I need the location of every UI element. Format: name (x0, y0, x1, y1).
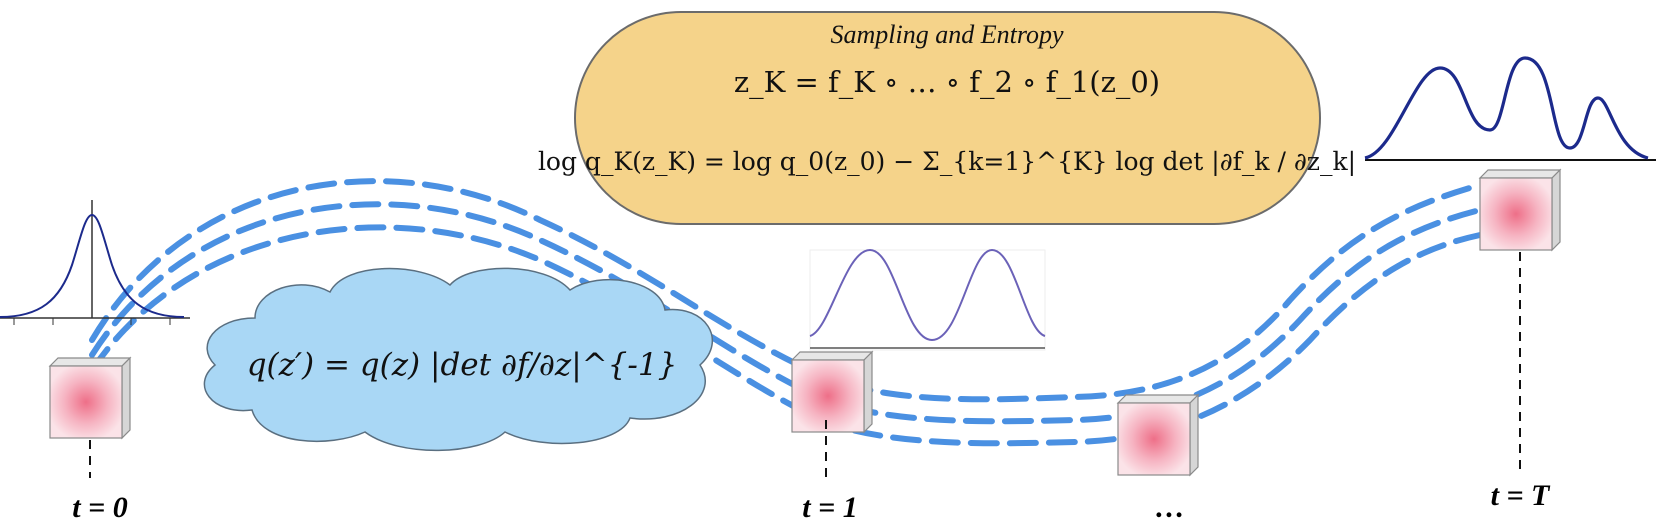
sampling-entropy-banner: Sampling and Entropy z_K = f_K ∘ … ∘ f_2… (538, 11, 1356, 225)
cloud-formula: q(z′) = q(z) |det ∂f/∂z|^{-1} (247, 347, 678, 383)
banner-flow-equation: z_K = f_K ∘ … ∘ f_2 ∘ f_1(z_0) (734, 65, 1160, 100)
latent-block-intermediate (1117, 394, 1199, 476)
banner-title: Sampling and Entropy (830, 20, 1063, 49)
multimodal-density-plot (1364, 56, 1656, 161)
time-label-t1: t = 1 (802, 491, 857, 524)
gaussian-density-plot (0, 200, 190, 325)
change-of-variables-cloud: q(z′) = q(z) |det ∂f/∂z|^{-1} (203, 267, 713, 452)
latent-block-t1 (791, 351, 873, 433)
time-stems (89, 252, 1521, 478)
time-label-ellipsis: … (1155, 491, 1185, 524)
latent-block-t0 (49, 357, 131, 439)
banner-entropy-equation: log q_K(z_K) = log q_0(z_0) − Σ_{k=1}^{K… (538, 147, 1356, 177)
bimodal-density-plot (809, 248, 1046, 351)
latent-block-tT (1479, 169, 1561, 251)
time-label-tT: t = T (1491, 479, 1551, 512)
time-label-t0: t = 0 (72, 491, 127, 524)
